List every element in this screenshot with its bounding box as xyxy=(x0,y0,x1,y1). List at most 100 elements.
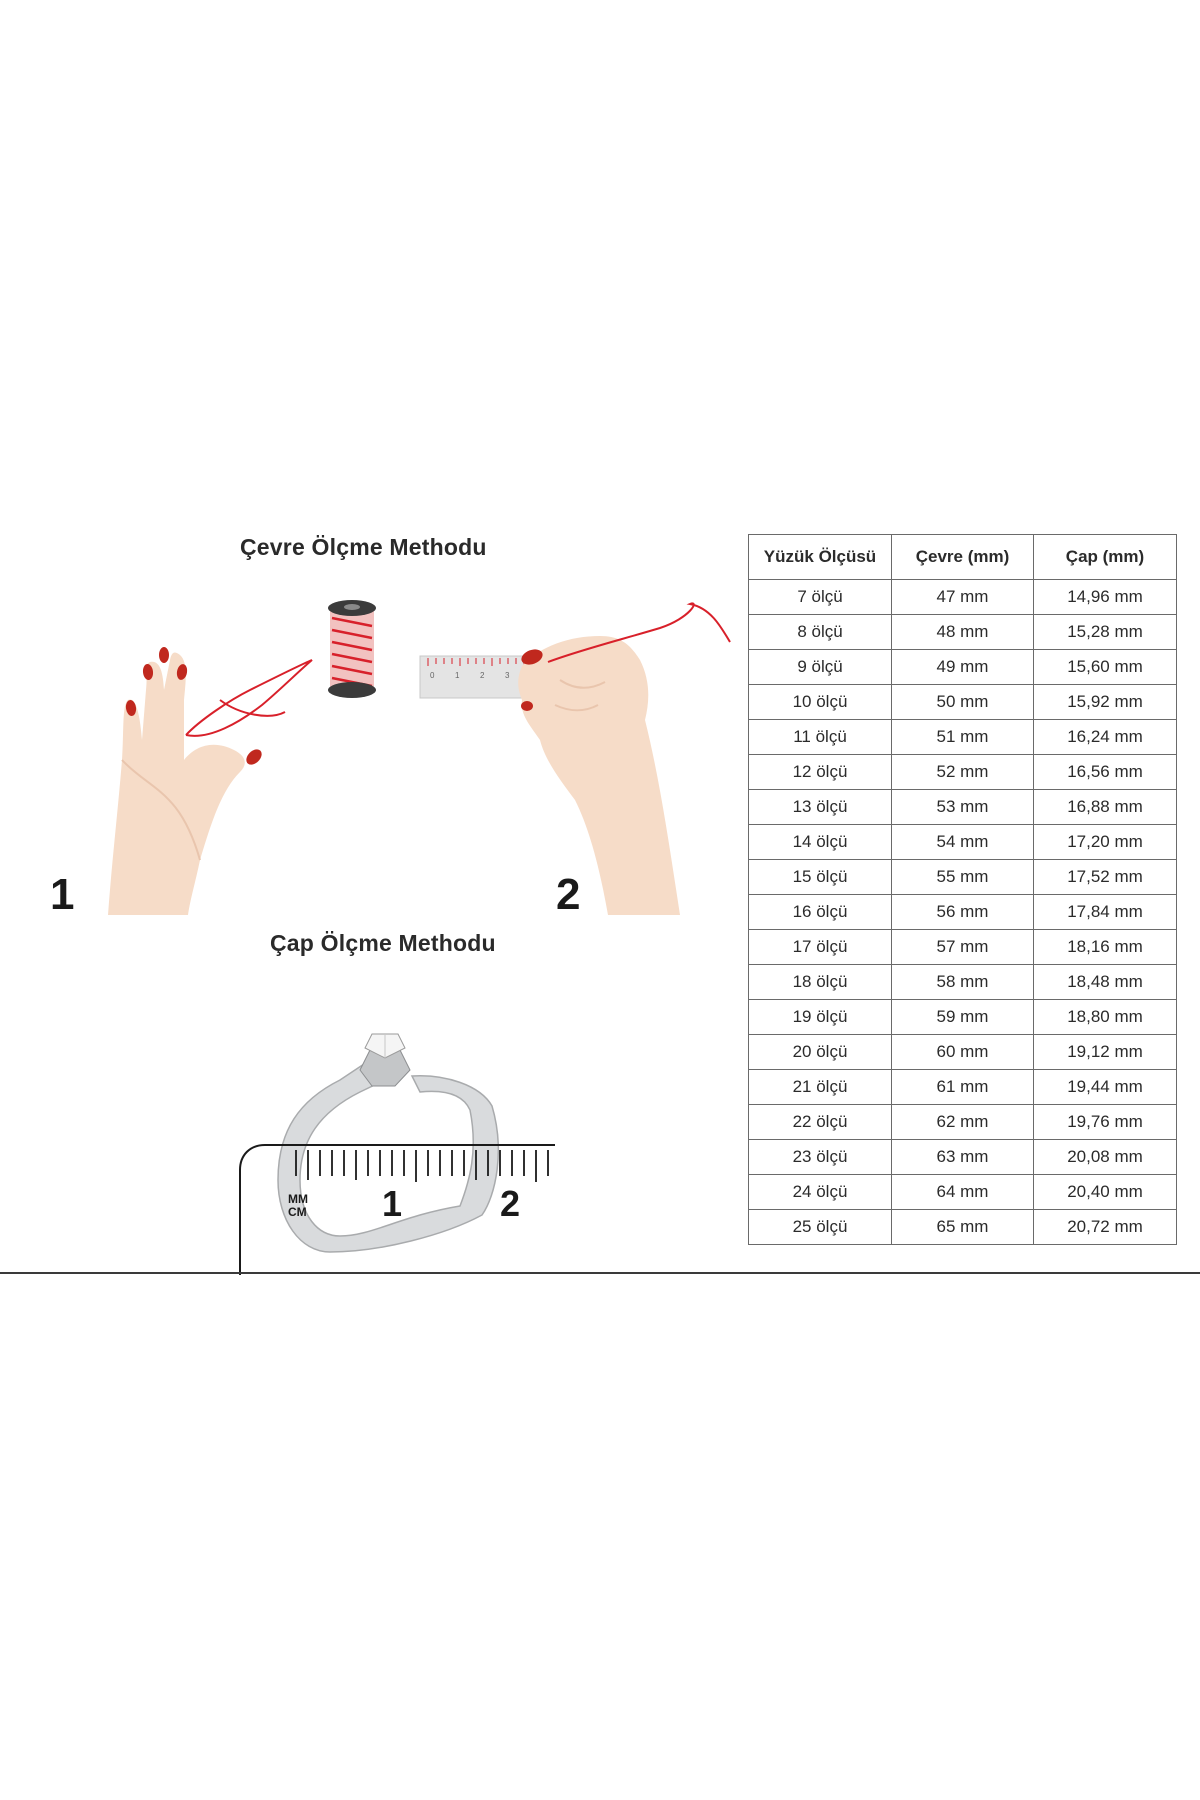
cell-diameter: 15,28 mm xyxy=(1033,614,1177,650)
cell-ring-size: 24 ölçü xyxy=(748,1174,892,1210)
cell-ring-size: 18 ölçü xyxy=(748,964,892,1000)
horizontal-divider xyxy=(0,1272,1200,1274)
cell-diameter: 17,52 mm xyxy=(1033,859,1177,895)
cell-diameter: 16,88 mm xyxy=(1033,789,1177,825)
cell-diameter: 15,60 mm xyxy=(1033,649,1177,685)
cell-diameter: 18,80 mm xyxy=(1033,999,1177,1035)
cell-diameter: 14,96 mm xyxy=(1033,579,1177,615)
table-header-row: Yüzük Ölçüsü Çevre (mm) Çap (mm) xyxy=(748,534,1177,580)
cell-circumference: 55 mm xyxy=(891,859,1034,895)
header-ring-size: Yüzük Ölçüsü xyxy=(748,534,892,580)
ruler-unit-cm: CM xyxy=(288,1205,307,1219)
cell-ring-size: 13 ölçü xyxy=(748,789,892,825)
cell-diameter: 17,20 mm xyxy=(1033,824,1177,860)
cell-ring-size: 20 ölçü xyxy=(748,1034,892,1070)
header-diameter: Çap (mm) xyxy=(1033,534,1177,580)
ruler-mark-cm1: 1 xyxy=(382,1183,402,1224)
cell-circumference: 58 mm xyxy=(891,964,1034,1000)
cell-circumference: 53 mm xyxy=(891,789,1034,825)
ruler-mark-cm2: 2 xyxy=(500,1183,520,1224)
header-circumference: Çevre (mm) xyxy=(891,534,1034,580)
cell-diameter: 18,48 mm xyxy=(1033,964,1177,1000)
cell-ring-size: 21 ölçü xyxy=(748,1069,892,1105)
cell-circumference: 64 mm xyxy=(891,1174,1034,1210)
cell-circumference: 47 mm xyxy=(891,579,1034,615)
cell-circumference: 49 mm xyxy=(891,649,1034,685)
cell-diameter: 20,08 mm xyxy=(1033,1139,1177,1175)
cell-ring-size: 7 ölçü xyxy=(748,579,892,615)
ruler-mark-0: 0 xyxy=(430,671,435,680)
cell-ring-size: 8 ölçü xyxy=(748,614,892,650)
cell-diameter: 16,56 mm xyxy=(1033,754,1177,790)
cell-circumference: 56 mm xyxy=(891,894,1034,930)
cell-circumference: 65 mm xyxy=(891,1209,1034,1245)
cell-diameter: 16,24 mm xyxy=(1033,719,1177,755)
cell-ring-size: 25 ölçü xyxy=(748,1209,892,1245)
cell-ring-size: 14 ölçü xyxy=(748,824,892,860)
cell-circumference: 59 mm xyxy=(891,999,1034,1035)
cell-ring-size: 23 ölçü xyxy=(748,1139,892,1175)
cell-ring-size: 12 ölçü xyxy=(748,754,892,790)
cell-circumference: 54 mm xyxy=(891,824,1034,860)
cell-circumference: 51 mm xyxy=(891,719,1034,755)
ruler-mark-1: 1 xyxy=(455,671,460,680)
cell-diameter: 17,84 mm xyxy=(1033,894,1177,930)
cell-circumference: 48 mm xyxy=(891,614,1034,650)
cell-diameter: 19,44 mm xyxy=(1033,1069,1177,1105)
cell-circumference: 61 mm xyxy=(891,1069,1034,1105)
ruler-mark-2: 2 xyxy=(480,671,485,680)
left-hand-illustration xyxy=(108,647,262,915)
cell-ring-size: 15 ölçü xyxy=(748,859,892,895)
cell-circumference: 52 mm xyxy=(891,754,1034,790)
cell-diameter: 15,92 mm xyxy=(1033,684,1177,720)
cell-ring-size: 10 ölçü xyxy=(748,684,892,720)
cell-ring-size: 16 ölçü xyxy=(748,894,892,930)
cell-diameter: 20,40 mm xyxy=(1033,1174,1177,1210)
cell-ring-size: 17 ölçü xyxy=(748,929,892,965)
cell-ring-size: 11 ölçü xyxy=(748,719,892,755)
diameter-method-title: Çap Ölçme Methodu xyxy=(270,930,496,956)
ruler-unit-mm: MM xyxy=(288,1192,308,1206)
cell-circumference: 57 mm xyxy=(891,929,1034,965)
cell-diameter: 19,76 mm xyxy=(1033,1104,1177,1140)
cell-ring-size: 22 ölçü xyxy=(748,1104,892,1140)
cell-ring-size: 9 ölçü xyxy=(748,649,892,685)
cell-circumference: 63 mm xyxy=(891,1139,1034,1175)
cell-diameter: 20,72 mm xyxy=(1033,1209,1177,1245)
cell-circumference: 60 mm xyxy=(891,1034,1034,1070)
cell-circumference: 50 mm xyxy=(891,684,1034,720)
step-number-2: 2 xyxy=(556,870,581,919)
diameter-ruler-illustration: MM CM 1 2 xyxy=(239,1144,555,1275)
step-number-1: 1 xyxy=(50,870,75,919)
cell-ring-size: 19 ölçü xyxy=(748,999,892,1035)
cell-circumference: 62 mm xyxy=(891,1104,1034,1140)
right-hand-illustration xyxy=(518,636,680,915)
cell-diameter: 18,16 mm xyxy=(1033,929,1177,965)
circumference-method-title: Çevre Ölçme Methodu xyxy=(240,534,487,560)
ruler-mark-3: 3 xyxy=(505,671,510,680)
ring-illustration xyxy=(277,1033,500,1253)
thread-spool-illustration xyxy=(328,600,376,698)
